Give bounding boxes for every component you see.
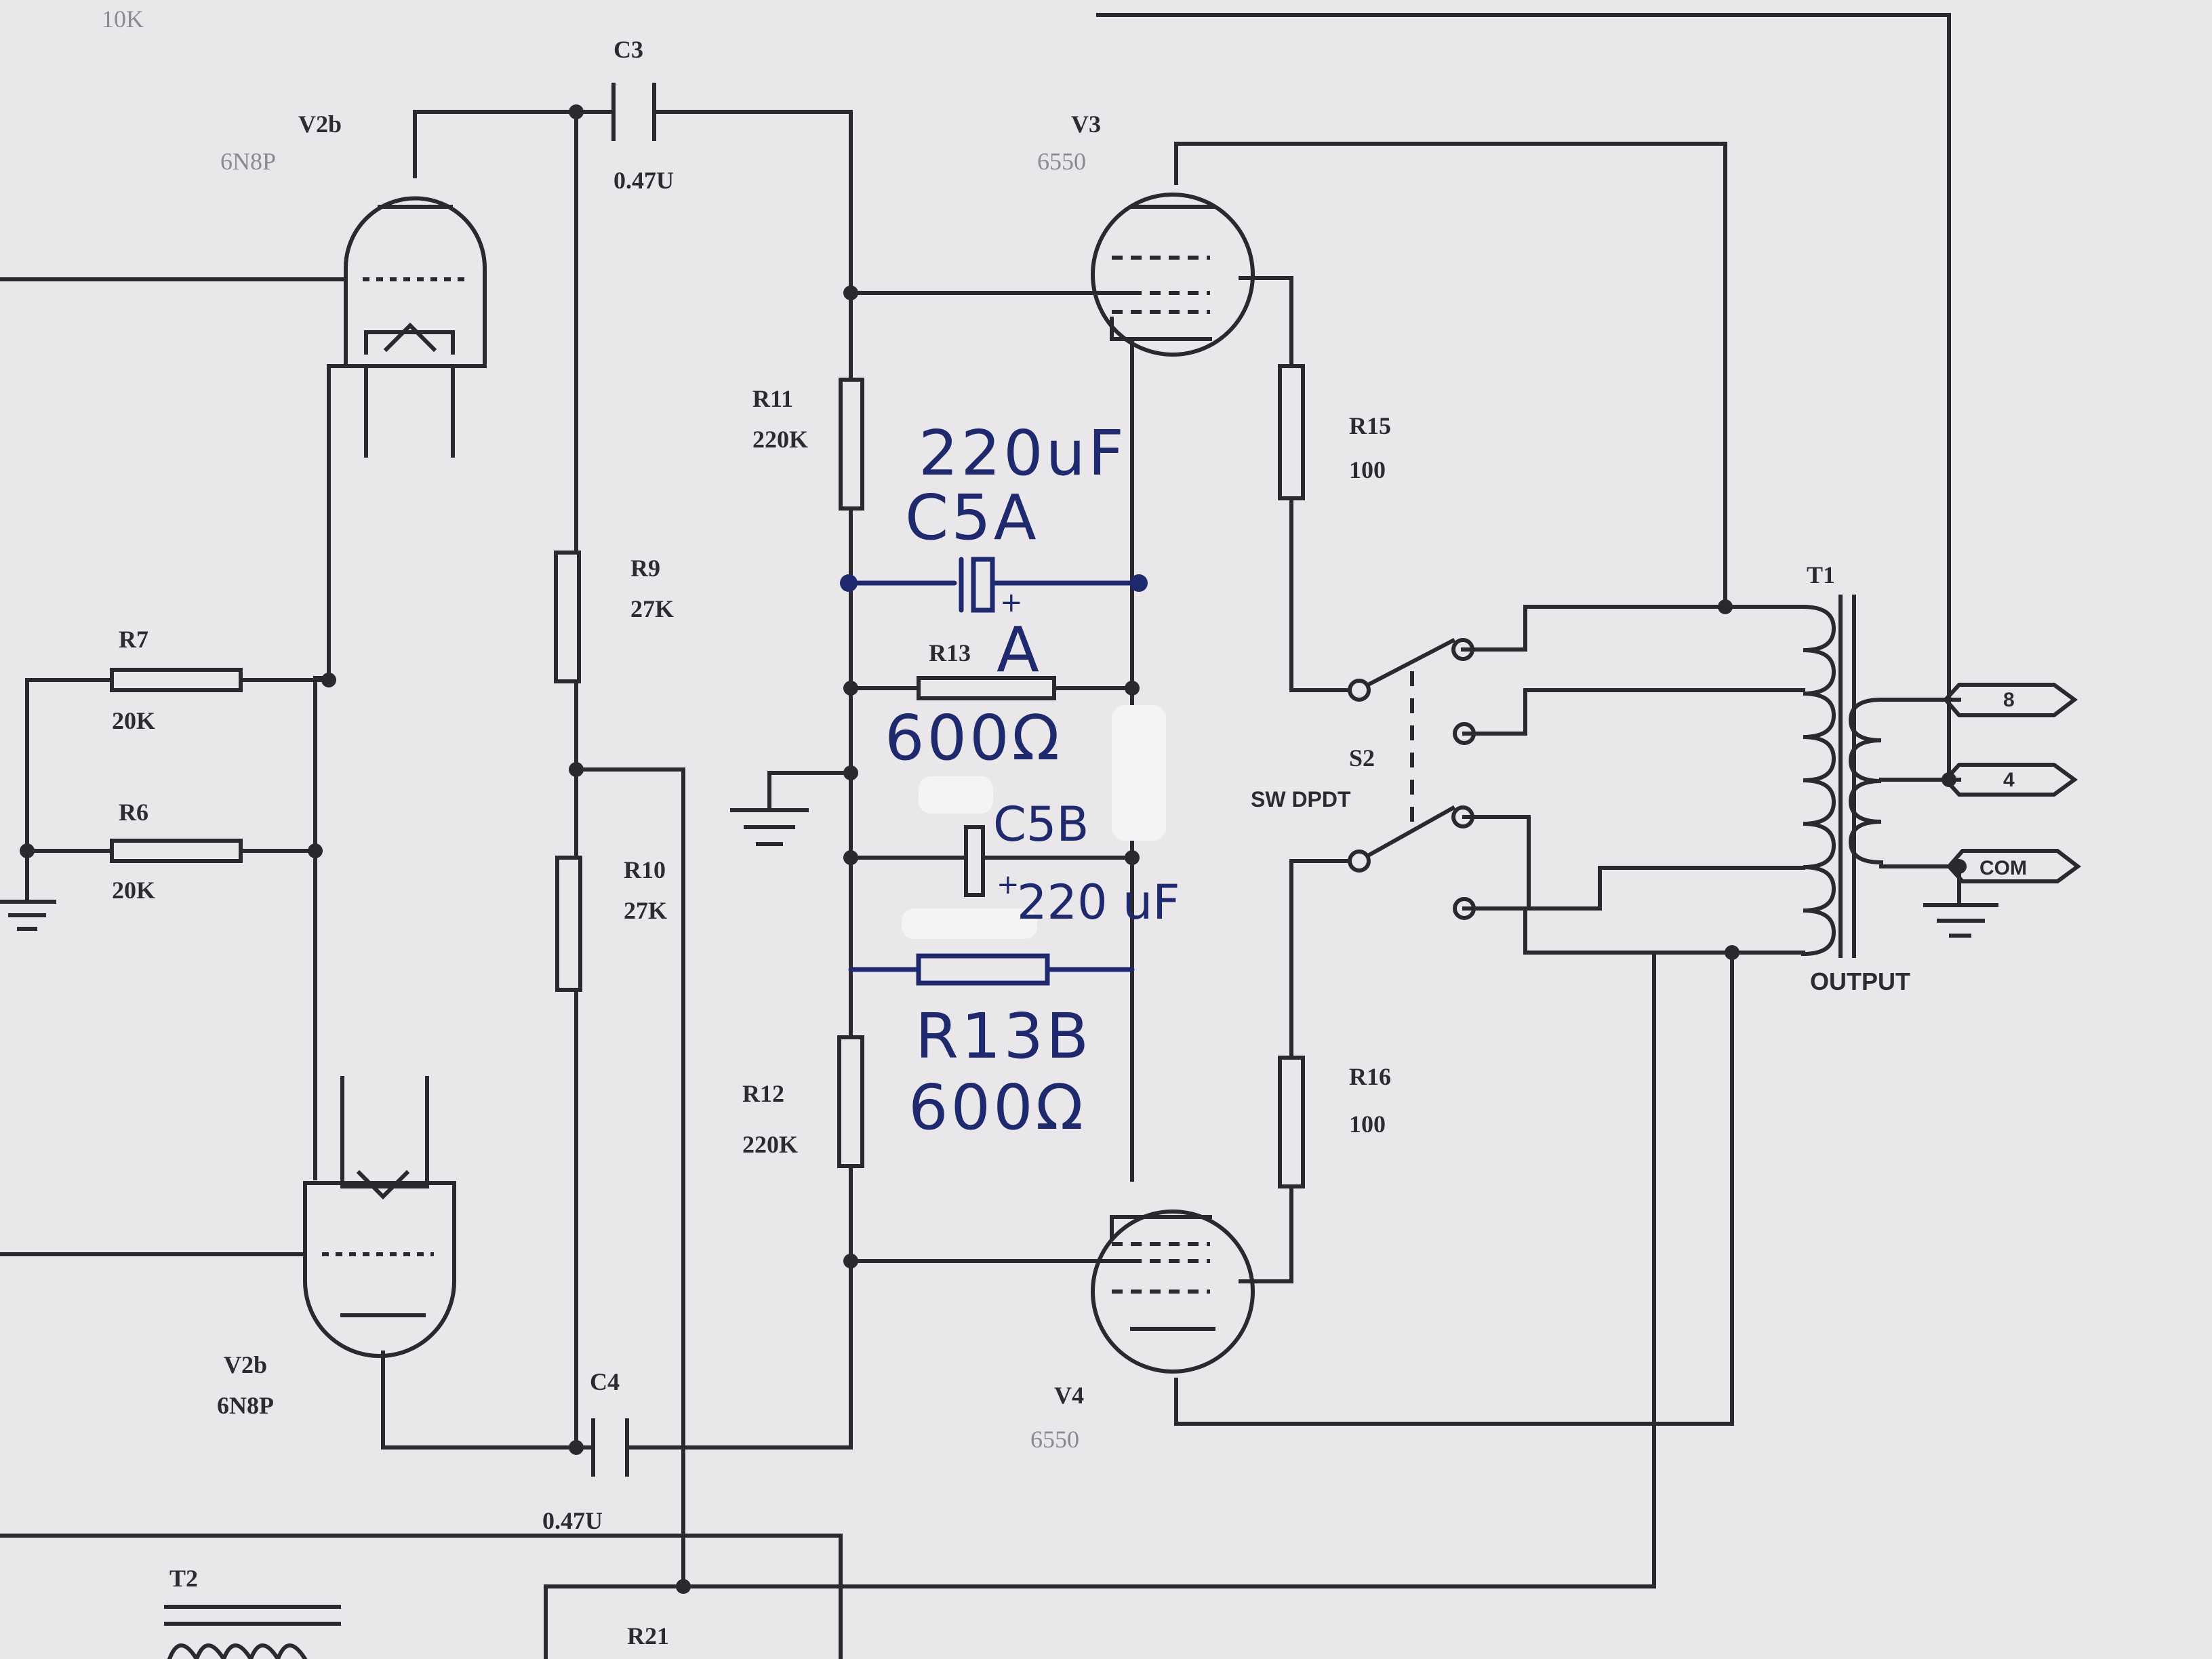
terminal-8 (1942, 683, 2078, 717)
c3-label: C3 (614, 36, 643, 63)
resistor-r15 (1278, 364, 1305, 500)
ink-junction-dot (1130, 574, 1148, 592)
r7-value: 20K (112, 707, 155, 734)
printed-resistors (110, 364, 1305, 1188)
r10-label: R10 (624, 856, 666, 883)
terminal-com-label: COM (1979, 857, 2027, 879)
v3-label: V3 (1071, 111, 1101, 138)
r13a-value-handwritten: 600Ω (885, 702, 1062, 774)
r13b-value-handwritten: 600Ω (908, 1071, 1086, 1144)
t1-type: OUTPUT (1810, 967, 1910, 995)
resistor-r7 (110, 668, 243, 692)
ground-icon (0, 900, 56, 931)
t1-label: T1 (1807, 561, 1835, 588)
c4-value: 0.47U (542, 1507, 603, 1534)
v2b-top-label: V2b (298, 111, 342, 138)
resistor-r6 (110, 839, 243, 863)
terminal-8-label: 8 (2003, 689, 2015, 711)
handwritten-additions: + + (840, 557, 1166, 986)
resistor-r10 (555, 856, 582, 992)
r15-value: 100 (1349, 456, 1386, 483)
v2b-bottom-label: V2b (224, 1351, 267, 1378)
c5b-name-handwritten: C5B (993, 797, 1089, 852)
r11-value: 220K (752, 426, 808, 453)
correction-fluid (1112, 705, 1166, 841)
s2-type: SW DPDT (1251, 787, 1351, 812)
c5b-value-handwritten: 220 uF (1017, 875, 1180, 930)
tube-v2b-bottom (303, 1164, 456, 1358)
ground-symbols (0, 808, 1998, 938)
capacitor-c4 (591, 1418, 629, 1477)
v2b-bottom-type: 6N8P (217, 1392, 274, 1419)
svg-text:+: + (1000, 587, 1023, 618)
c4-label: C4 (590, 1368, 620, 1395)
c3-value: 0.47U (614, 167, 674, 194)
r9-label: R9 (630, 555, 660, 582)
ground-icon (730, 808, 809, 846)
resistor-r16 (1278, 1056, 1305, 1188)
r16-label: R16 (1349, 1063, 1391, 1090)
r10-value: 27K (624, 897, 667, 924)
c5a-name-handwritten: C5A (905, 481, 1039, 554)
r7-label: R7 (119, 626, 148, 653)
resistor-r11 (839, 378, 864, 511)
handwritten-labels: 220uF C5A A 600Ω C5B 220 uF R13B 600Ω (885, 417, 1180, 1144)
v3-type: 6550 (1037, 148, 1086, 175)
correction-fluid (902, 908, 1037, 939)
t2-fragment (164, 1605, 341, 1659)
v4-type: 6550 (1030, 1426, 1079, 1453)
printed-capacitors (591, 83, 656, 1477)
v2b-top-type: 6N8P (220, 148, 276, 175)
tube-v2b-top (344, 196, 487, 368)
v4-label: V4 (1054, 1382, 1084, 1409)
s2-label: S2 (1349, 744, 1375, 772)
ground-icon (1923, 903, 1998, 938)
resistor-r13 (917, 676, 1056, 700)
top-cut-label: 10K (102, 5, 144, 33)
t2-label: T2 (169, 1565, 198, 1592)
r13-suffix-handwritten: A (997, 614, 1042, 686)
capacitor-c3 (611, 83, 656, 141)
correction-fluid (919, 776, 993, 814)
r21-label: R21 (627, 1622, 669, 1650)
switch-s2 (1348, 637, 1476, 920)
terminal-com (1946, 849, 2082, 883)
junction-dots (20, 104, 1967, 1594)
r12-value: 220K (742, 1131, 798, 1158)
r9-value: 27K (630, 595, 674, 622)
r6-value: 20K (112, 877, 155, 904)
transformer-t1 (1801, 595, 1884, 958)
terminal-4-label: 4 (2003, 769, 2015, 791)
r6-label: R6 (119, 799, 148, 826)
r12-label: R12 (742, 1080, 784, 1107)
r13b-name-handwritten: R13B (915, 1000, 1091, 1073)
resistor-r9 (554, 551, 581, 683)
c5a-value-handwritten: 220uF (919, 417, 1127, 489)
r11-label: R11 (752, 385, 793, 412)
ink-junction-dot (840, 574, 858, 592)
tube-v3 (1091, 193, 1255, 357)
r15-label: R15 (1349, 412, 1391, 439)
svg-text:+: + (997, 869, 1020, 900)
resistor-r12 (837, 1035, 864, 1168)
r13-label: R13 (929, 639, 971, 666)
tube-v4 (1091, 1210, 1255, 1374)
r16-value: 100 (1349, 1111, 1386, 1138)
printed-labels: 10K C3 0.47U V2b 6N8P V3 6550 R11 220K R… (102, 5, 2027, 1650)
